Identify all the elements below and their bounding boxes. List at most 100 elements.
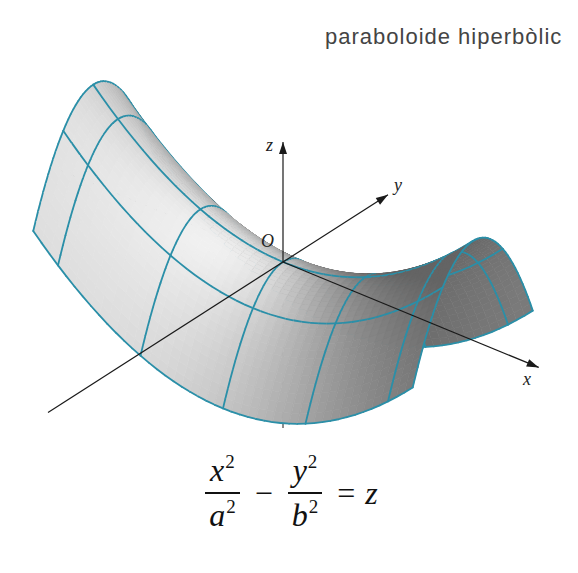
grid-line (434, 344, 442, 347)
grid-line (146, 232, 154, 240)
grid-line (204, 281, 212, 286)
grid-line (212, 287, 220, 292)
grid-line (523, 284, 526, 290)
grid-line (226, 388, 229, 398)
grid-line (475, 335, 483, 338)
grid-line (495, 249, 503, 254)
grid-line (450, 342, 458, 344)
grid-line (453, 270, 461, 273)
grid-line (141, 345, 144, 355)
grid-line (195, 275, 203, 281)
grid-line (316, 273, 324, 275)
grid-line (256, 297, 259, 303)
grid-line (231, 412, 239, 415)
grid-line (270, 314, 278, 316)
grid-line (501, 304, 504, 310)
grid-line (223, 408, 231, 411)
grid-line (171, 255, 179, 262)
grid-line (138, 224, 146, 232)
grid-line (261, 311, 269, 314)
grid-line (241, 336, 244, 344)
grid-line (478, 259, 486, 263)
grid-line (228, 378, 231, 388)
grid-line (228, 296, 236, 300)
grid-line (294, 321, 302, 322)
grid-line (182, 387, 190, 392)
grid-line (528, 297, 531, 304)
grid-line (207, 401, 215, 405)
grid-line (91, 306, 99, 315)
grid-line (157, 369, 165, 375)
grid-line (289, 423, 297, 425)
grid-line (264, 421, 272, 422)
grid-line (462, 267, 470, 271)
grid-line (141, 356, 149, 363)
grid-line (158, 283, 161, 291)
grid-line (251, 308, 254, 314)
grid-line (173, 244, 176, 250)
grid-line (153, 299, 156, 308)
grid-line (459, 340, 467, 342)
grid-line (116, 333, 124, 341)
grid-line (223, 398, 226, 408)
grid-line (278, 317, 286, 319)
grid-line (248, 417, 256, 419)
grid-line (154, 240, 162, 248)
grid-line (166, 262, 169, 269)
grid-line (233, 360, 236, 369)
grid-line (324, 274, 332, 275)
grid-line (231, 369, 234, 378)
grid-line (198, 397, 206, 401)
grid-line (245, 305, 253, 309)
surface-patch (163, 268, 174, 282)
grid-line (83, 296, 91, 306)
grid-line (286, 319, 294, 321)
grid-line (148, 316, 151, 325)
grid-line (530, 303, 533, 310)
grid-line (240, 414, 248, 416)
grid-line (187, 269, 195, 275)
grid-line (75, 286, 83, 296)
grid-line (237, 301, 245, 305)
grid-line (253, 308, 261, 311)
grid-line (496, 292, 499, 298)
grid-line (161, 275, 164, 282)
grid-line (149, 363, 157, 370)
grid-line (163, 268, 166, 275)
grid-line (179, 262, 187, 269)
grid-line (190, 392, 198, 397)
grid-line (146, 326, 149, 336)
grid-line (483, 332, 491, 335)
grid-line (508, 320, 516, 324)
grid-line (506, 317, 509, 324)
grid-line (174, 381, 182, 386)
grid-line (108, 324, 116, 332)
grid-line (243, 328, 246, 335)
grid-line (492, 329, 500, 333)
grid-line (248, 314, 251, 321)
grid-line (520, 278, 523, 284)
grid-line (357, 276, 365, 278)
grid-line (281, 422, 289, 424)
grid-line (238, 343, 241, 351)
grid-line (124, 341, 132, 349)
grid-line (143, 335, 146, 345)
grid-line (253, 302, 256, 308)
grid-line (156, 291, 159, 299)
grid-line (442, 344, 450, 345)
grid-line (165, 375, 173, 381)
grid-line (273, 421, 281, 424)
grid-line (470, 263, 478, 267)
grid-line (525, 311, 533, 316)
grid-line (256, 419, 264, 421)
grid-line (220, 292, 228, 297)
grid-line (426, 345, 434, 347)
grid-line (503, 311, 506, 318)
grid-line (525, 290, 528, 296)
grid-line (246, 321, 249, 328)
grid-line (162, 248, 170, 255)
grid-line (500, 325, 508, 329)
grid-line (236, 352, 239, 361)
grid-line (486, 254, 494, 259)
